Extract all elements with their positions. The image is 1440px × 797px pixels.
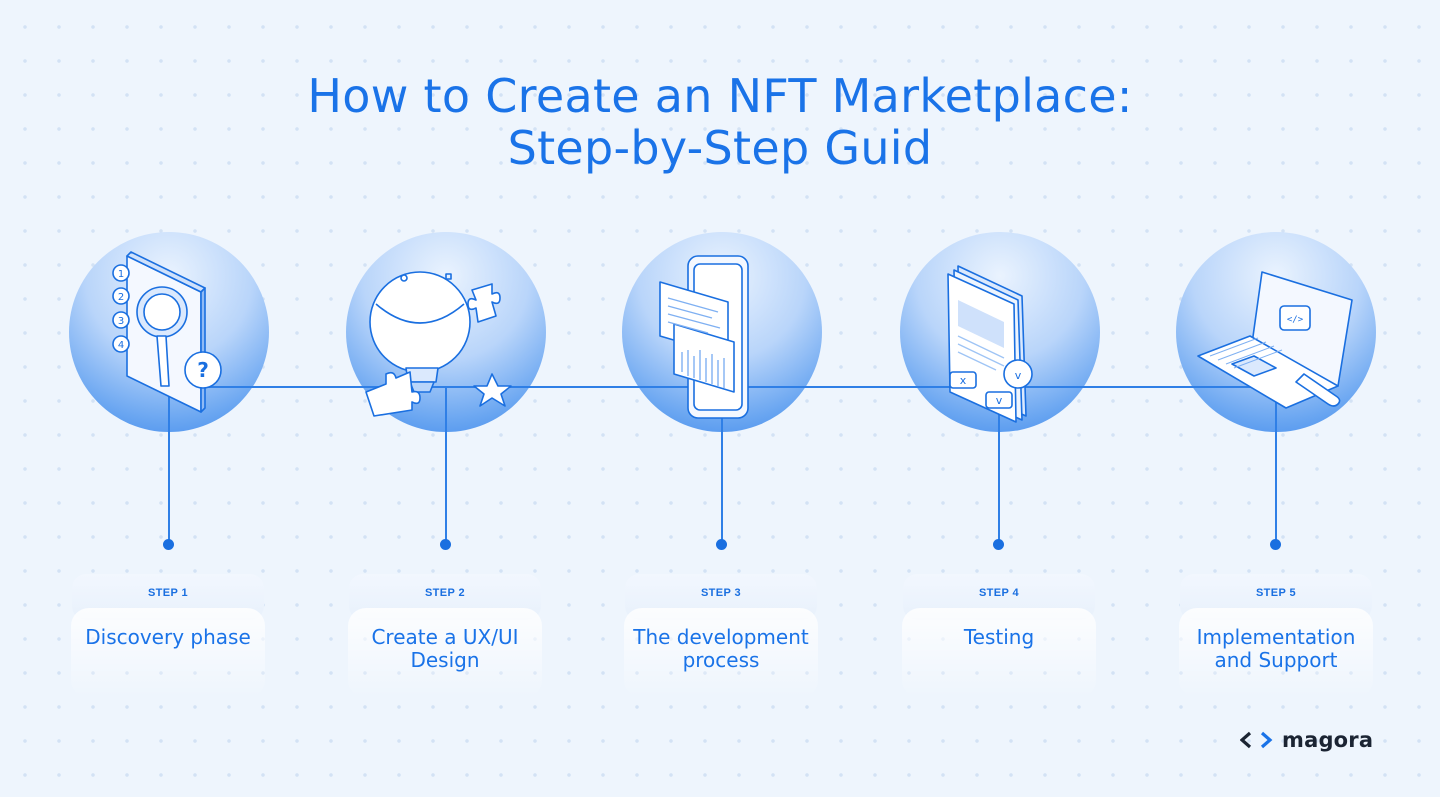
- brand-name: magora: [1282, 728, 1373, 752]
- svg-text:4: 4: [118, 340, 124, 351]
- step-5-dot: [1270, 539, 1281, 550]
- svg-text:1: 1: [118, 269, 124, 280]
- step-4-dot: [993, 539, 1004, 550]
- svg-text:2: 2: [118, 292, 124, 303]
- page-title: How to Create an NFT Marketplace: Step-b…: [0, 70, 1440, 174]
- lightbulb-puzzle-icon: [346, 232, 546, 432]
- laptop-wrench-icon: </>: [1176, 232, 1376, 432]
- brand-logo: magora: [1240, 725, 1373, 755]
- svg-text:</>: </>: [1287, 315, 1304, 325]
- step-2-dot: [440, 539, 451, 550]
- svg-text:3: 3: [118, 316, 124, 327]
- step-4-label: Testing: [902, 608, 1096, 698]
- title-line-2: Step-by-Step Guid: [0, 122, 1440, 174]
- svg-text:?: ?: [197, 358, 209, 382]
- svg-text:v: v: [1015, 369, 1022, 382]
- svg-text:v: v: [996, 394, 1003, 407]
- step-3-label: The development process: [624, 608, 818, 698]
- title-line-1: How to Create an NFT Marketplace:: [0, 70, 1440, 122]
- document-check-icon: x vv: [900, 232, 1100, 432]
- step-1-label: Discovery phase: [71, 608, 265, 698]
- step-5-label: Implementation and Support: [1179, 608, 1373, 698]
- step-1-dot: [163, 539, 174, 550]
- phone-code-icon: [622, 232, 822, 432]
- svg-text:x: x: [960, 374, 967, 387]
- step-3-dot: [716, 539, 727, 550]
- step-2-label: Create a UX/UI Design: [348, 608, 542, 698]
- magnifier-checklist-icon: 1 2 3 4 ?: [69, 232, 269, 432]
- code-brackets-icon: [1240, 731, 1274, 749]
